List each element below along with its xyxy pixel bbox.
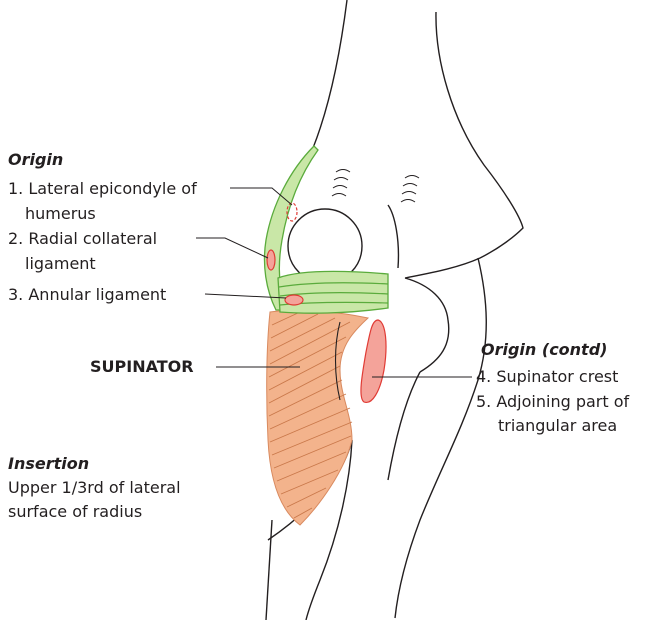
ulna-inner <box>388 372 420 480</box>
ulna-upper <box>405 278 449 372</box>
supinator-muscle <box>267 310 368 525</box>
origin-item-2-line1: 2. Radial collateral <box>8 228 157 249</box>
insertion-text-line1: Upper 1/3rd of lateral <box>8 477 181 498</box>
humerus-left-border <box>313 0 347 148</box>
trochlea-edge <box>388 205 398 268</box>
origin-contd-item-4-line1: 4. Supinator crest <box>476 366 618 387</box>
origin-area-radial-collateral <box>267 250 275 270</box>
ulna-right-border <box>395 258 486 618</box>
origin-contd-item-5-line1: 5. Adjoining part of <box>476 391 629 412</box>
insertion-text-line2: surface of radius <box>8 501 142 522</box>
origin-contd-heading: Origin (contd) <box>481 339 607 360</box>
origin-item-1-line1: 1. Lateral epicondyle of <box>8 178 197 199</box>
origin-item-1-line2: humerus <box>25 203 96 224</box>
humerus-right-border <box>405 12 523 278</box>
muscle-label: SUPINATOR <box>90 356 194 377</box>
origin-contd-item-5-line2: triangular area <box>498 415 617 436</box>
radius-left <box>266 520 272 620</box>
insertion-heading: Insertion <box>8 453 89 474</box>
origin-area-annular <box>285 295 303 305</box>
epicondyle-marks <box>332 170 419 203</box>
origin-heading: Origin <box>8 149 63 170</box>
ulna <box>388 258 486 618</box>
origin-area-supinator-crest <box>361 320 386 402</box>
leader-line-collateral <box>196 238 268 258</box>
origin-item-3-line1: 3. Annular ligament <box>8 284 166 305</box>
origin-item-2-line2: ligament <box>25 253 96 274</box>
annular-ligament <box>278 271 388 313</box>
